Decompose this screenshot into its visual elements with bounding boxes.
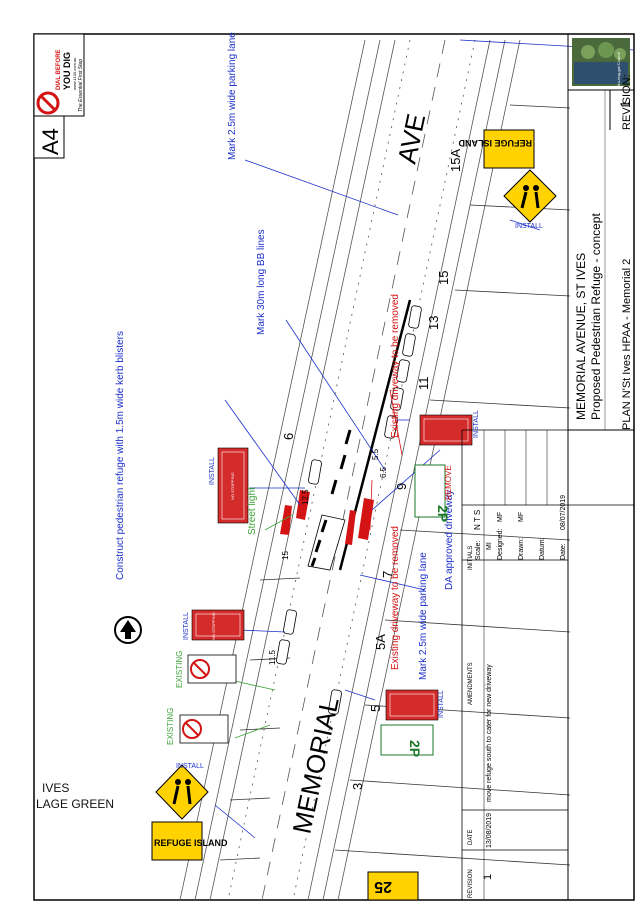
sign-install-label-2: INSTALL	[183, 612, 190, 640]
parking-2p-sign-2	[380, 724, 434, 756]
dimension-6-5: 6.5	[379, 466, 388, 478]
sign-install-label-3: INSTALL	[473, 410, 480, 438]
sign-install-label-1: INSTALL	[209, 457, 216, 485]
place-label-ives-1: IVES	[42, 781, 69, 795]
no-stopping-sign-1	[217, 447, 249, 524]
refuge-island-text-2: REFUGE ISLAND	[458, 138, 532, 148]
dbyd-url: www.1100.com.au	[72, 58, 77, 90]
dbyd-line1: DIAL BEFORE	[56, 49, 62, 90]
house-number-9: 9	[394, 483, 409, 490]
amend-row-date: 13/08/2019	[486, 813, 493, 848]
dimension-11-5: 11.5	[268, 649, 277, 665]
house-number-3: 3	[350, 783, 365, 790]
no-stopping-text-2: NO STOPPING	[211, 612, 216, 640]
title-block-frame	[567, 34, 634, 900]
designed-value: MF	[497, 512, 504, 522]
sign-existing-label-2: EXISTING	[166, 708, 175, 745]
house-number-7: 7	[380, 571, 395, 578]
speed-sign-text: 25	[374, 878, 392, 895]
parked-cars	[276, 305, 422, 715]
title-line-1: MEMORIAL AVENUE, ST IVES	[574, 253, 588, 420]
designed-label: Designed:	[497, 528, 504, 560]
no-stopping-sign-2	[191, 609, 245, 641]
drawn-value: MF	[518, 512, 525, 522]
annotation-existing-driveway-2: Existing driveway to be removed	[390, 526, 401, 670]
amend-row-text: move refuge south to cater for new drive…	[486, 664, 493, 802]
council-logo	[572, 38, 630, 86]
paper-size-box	[33, 115, 65, 159]
title-line-3: PLAN N'St Ives HPAA - Memorial 2	[621, 259, 633, 430]
house-number-6: 6	[281, 433, 296, 440]
sheet-border	[33, 33, 635, 901]
sign-remove-label: REMOVE	[444, 465, 453, 500]
dimension-12-5: 12.5	[301, 489, 310, 505]
refuge-island-sign-2	[483, 129, 535, 169]
date-label: Date:	[560, 543, 567, 560]
no-stopping-text-1: NO STOPPING	[230, 472, 235, 500]
annotation-parking-top: Mark 2.5m wide parking lane	[227, 32, 238, 160]
annotation-existing-driveway-1: Existing driveway to be removed	[390, 294, 401, 438]
p2-text-2: 2P	[407, 740, 423, 757]
dial-before-you-dig-logo	[33, 33, 85, 117]
place-label-ives-2: LAGE GREEN	[36, 797, 114, 811]
scale-label: Scale:	[475, 540, 482, 560]
amend-header-amendments: AMENDMENTS	[468, 662, 474, 705]
no-stopping-sign-4	[385, 689, 439, 721]
house-number-5a: 5A	[373, 634, 388, 650]
scale-value: N T S	[473, 510, 482, 530]
no-parking-sign-1	[187, 654, 237, 684]
refuge-island	[307, 429, 352, 571]
refuge-island-sign-1	[151, 821, 203, 861]
pedestrian-sign-1	[155, 764, 209, 820]
refuge-island-text-1: REFUGE ISLAND	[154, 838, 228, 848]
amend-row-initials: MI	[486, 542, 493, 550]
paper-size: A4	[38, 128, 63, 155]
sign-install-label-4: INSTALL	[438, 690, 445, 718]
annotation-refuge: Construct pedestrian refuge with 1.5m wi…	[115, 331, 126, 580]
annotation-bb-lines: Mark 30m long BB lines	[256, 229, 267, 335]
revision-label: REVISION:	[621, 74, 633, 130]
council-name: Ku-ring-gai Council	[616, 52, 621, 86]
road-lines	[179, 39, 521, 901]
house-number-13: 13	[426, 316, 441, 330]
dbyd-line2: YOU DIG	[62, 52, 72, 90]
no-parking-sign-2	[179, 714, 229, 744]
dimension-5-5: 5.5	[371, 448, 380, 460]
amend-header-revision: REVISION	[468, 869, 474, 898]
details-table-frame	[461, 429, 634, 900]
remove-leaders	[369, 389, 403, 531]
annotation-parking-bottom: Mark 2.5m wide parking lane	[418, 552, 429, 680]
road-name-ave: AVE	[392, 111, 432, 166]
amend-header-initials: INITIALS	[468, 546, 474, 570]
existing-leaders	[229, 514, 293, 739]
house-number-5: 5	[368, 705, 383, 712]
p2-text-1: 2P	[435, 505, 451, 522]
dbyd-tagline: The Essential First Step	[78, 59, 84, 112]
annotation-da-driveway: DA approved driveway	[444, 490, 455, 590]
sign-install-label-5: INSTALL	[176, 763, 204, 770]
date-value: 08/07/2019	[560, 495, 567, 530]
dimension-15: 15	[281, 551, 290, 560]
datum-label: Datum:	[539, 537, 546, 560]
amend-header-date: DATE	[468, 829, 474, 845]
speed-sign	[367, 871, 419, 901]
revision-value: 1	[617, 100, 633, 108]
house-number-11: 11	[416, 377, 431, 391]
sign-install-label-6: INSTALL	[515, 223, 543, 230]
road-name-memorial: MEMORIAL	[287, 694, 345, 836]
north-arrow-icon	[114, 616, 142, 644]
annotation-street-light: Street light	[247, 487, 258, 535]
leader-lines	[214, 159, 541, 839]
parking-2p-sign-1	[414, 464, 446, 518]
drawn-label: Drawn:	[518, 538, 525, 560]
kerb-blisters	[280, 490, 374, 545]
amend-row-revision: 1	[482, 874, 494, 880]
sign-existing-label-1: EXISTING	[175, 651, 184, 688]
pedestrian-sign-2	[503, 169, 557, 223]
house-number-15: 15	[436, 271, 451, 285]
house-number-15a: 15A	[448, 149, 463, 172]
title-line-2: Proposed Pedestrian Refuge - concept	[589, 213, 603, 420]
